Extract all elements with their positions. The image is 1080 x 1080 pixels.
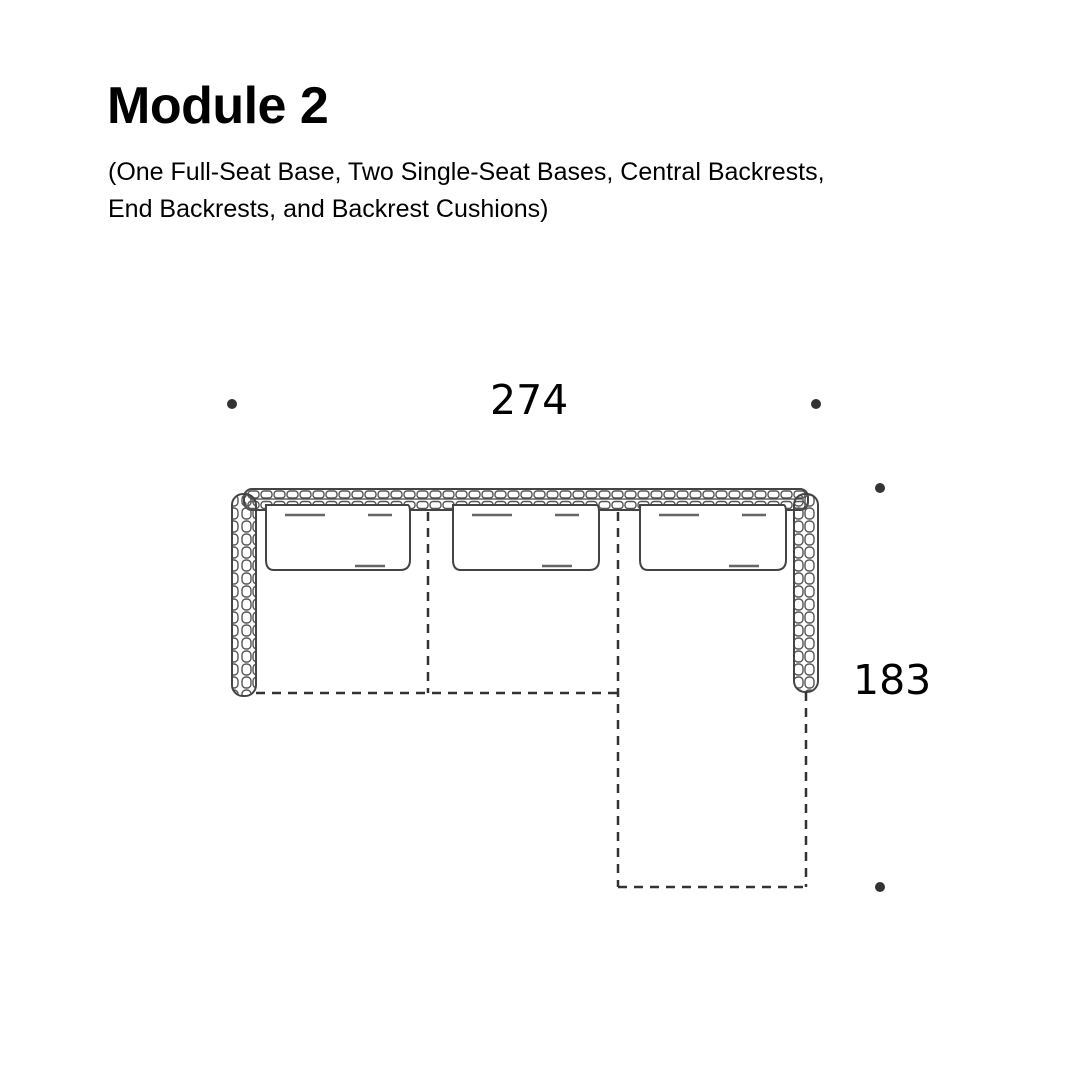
backrest-cushion xyxy=(265,504,411,571)
page-title: Module 2 xyxy=(107,77,329,135)
subtitle-line-2: End Backrests, and Backrest Cushions) xyxy=(108,195,549,223)
backrest-cushions xyxy=(265,504,787,571)
seat-base-outlines xyxy=(256,512,808,889)
width-dimension-label: 274 xyxy=(490,376,569,424)
dimension-dot xyxy=(875,483,885,493)
subtitle: (One Full-Seat Base, Two Single-Seat Bas… xyxy=(108,154,825,228)
left-end-backrest xyxy=(231,493,257,697)
right-end-backrest xyxy=(793,493,819,693)
dimension-dot xyxy=(875,882,885,892)
backrest-cushion xyxy=(639,504,787,571)
subtitle-line-1: (One Full-Seat Base, Two Single-Seat Bas… xyxy=(108,158,825,186)
backrest-cushion xyxy=(452,504,600,571)
dimension-dot xyxy=(227,399,237,409)
dimension-dot xyxy=(811,399,821,409)
depth-dimension-label: 183 xyxy=(853,656,932,704)
